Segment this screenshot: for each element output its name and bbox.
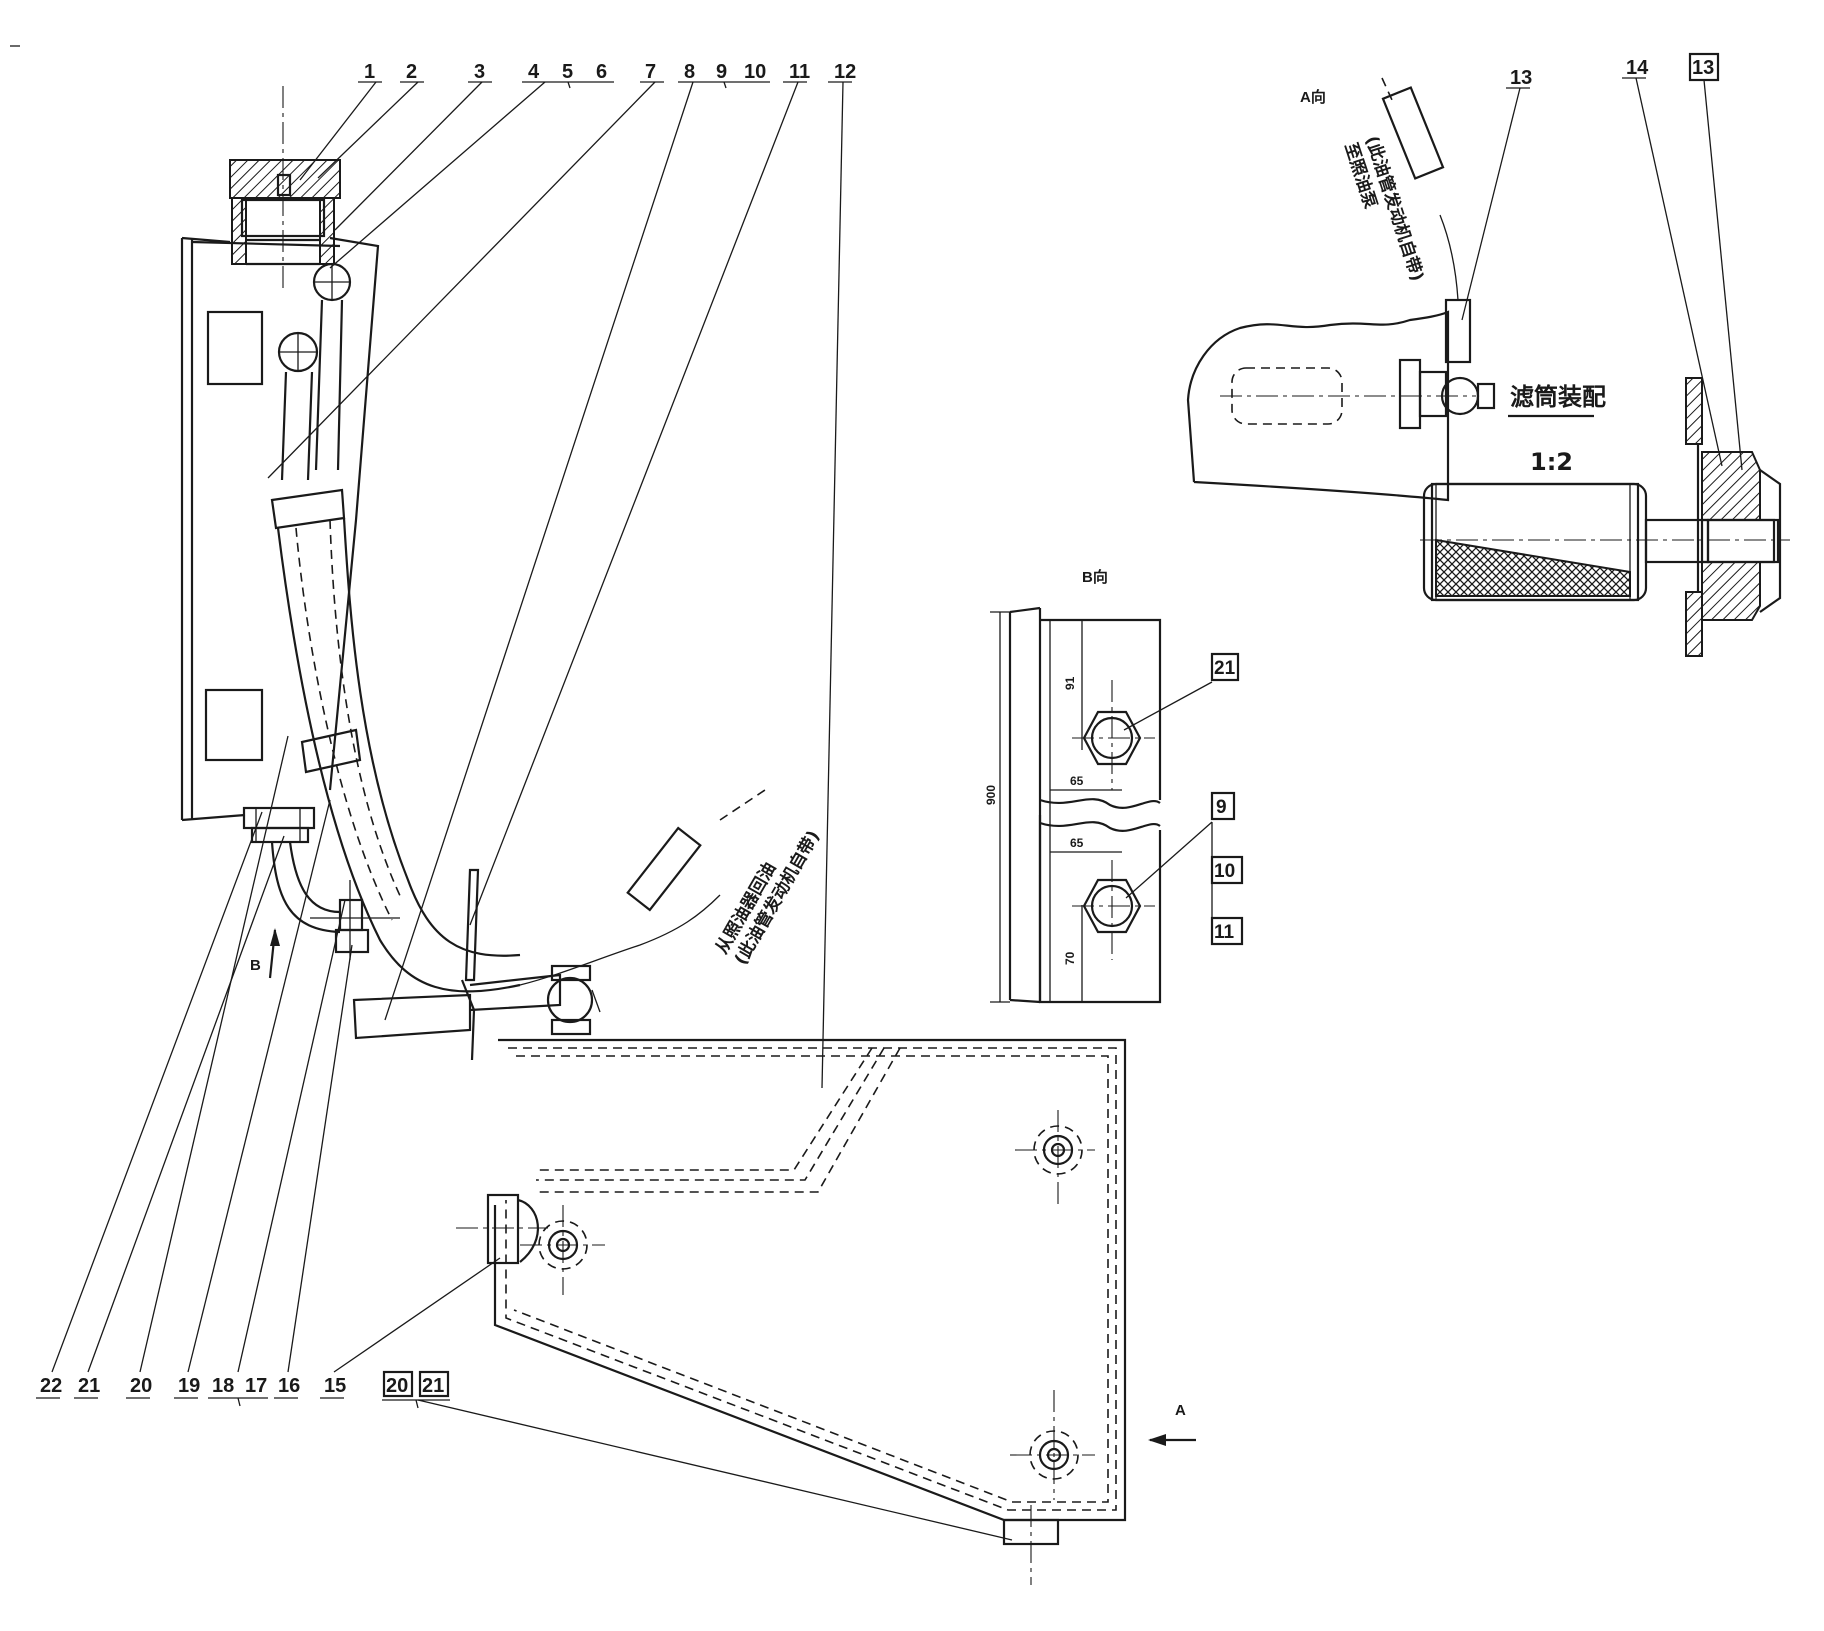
view-b-label-11: 11 [1214, 922, 1235, 943]
dim-65-bottom: 65 [1070, 836, 1084, 850]
bottom-leader-lines [51, 735, 1013, 1541]
mount-boss-3 [1010, 1390, 1095, 1500]
return-hose-end [626, 826, 702, 912]
label-part-8: 8 [684, 61, 695, 83]
mount-boss-2 [520, 1205, 605, 1295]
label-boxed-20: 20 [386, 1375, 408, 1397]
label-part-2: 2 [406, 61, 417, 83]
label-part-17: 17 [245, 1375, 267, 1397]
filler-cap [229, 159, 341, 199]
label-part-12: 12 [834, 61, 856, 83]
label-part-21: 21 [78, 1375, 100, 1397]
valve-lever [464, 868, 480, 982]
svg-text:(此油管发动机自带): (此油管发动机自带) [1361, 133, 1428, 284]
view-a-label-13: 13 [1510, 67, 1532, 89]
label-part-7: 7 [645, 61, 656, 83]
view-b-label-10: 10 [1214, 861, 1235, 882]
dim-91: 91 [1063, 676, 1077, 690]
label-boxed-21: 21 [422, 1375, 444, 1397]
drain-nut [242, 806, 316, 830]
view-a-title: A向 [1300, 88, 1326, 106]
note-return-oil: 从照油器回油 (此油管发动机自带) [711, 827, 824, 969]
label-part-10: 10 [744, 61, 766, 83]
view-b-title: B向 [1082, 568, 1108, 586]
mount-boss-1 [1015, 1110, 1095, 1205]
top-leader-lines [267, 81, 844, 1089]
label-part-9: 9 [716, 61, 727, 83]
ball-valve [546, 976, 594, 1024]
label-part-3: 3 [474, 61, 485, 83]
view-a-label-13-boxed: 13 [1692, 57, 1714, 79]
fuel-tank-body: A [456, 1038, 1196, 1585]
label-part-1: 1 [364, 61, 375, 83]
view-a-detail: A向 13 14 13 至照油泵 (此油管发动机自带) 滤筒装配 1:2 [1186, 52, 1790, 657]
label-part-19: 19 [178, 1375, 200, 1397]
dim-900: 900 [984, 785, 998, 805]
label-part-4: 4 [528, 61, 540, 83]
supply-hose-end [1381, 86, 1445, 180]
label-part-22: 22 [40, 1375, 62, 1397]
sight-window-top [206, 310, 264, 386]
filter-element [1420, 377, 1790, 657]
hydraulic-tank-side-view: B 从照油器回油 (此油管发动机自带) [180, 86, 824, 1061]
dim-70: 70 [1063, 951, 1077, 965]
dim-65-top: 65 [1070, 774, 1084, 788]
arrow-a-label: A [1175, 1402, 1186, 1419]
filter-scale: 1:2 [1530, 448, 1573, 476]
label-part-11: 11 [789, 61, 810, 83]
label-part-15: 15 [324, 1375, 346, 1397]
view-b-label-9: 9 [1216, 797, 1227, 818]
label-part-18: 18 [212, 1375, 234, 1397]
filter-assembly-title: 滤筒装配 [1510, 383, 1606, 411]
bottom-part-labels: 22 21 20 19 18 17 16 15 20 21 [40, 1370, 450, 1398]
sight-window-bottom [204, 688, 264, 762]
label-part-6: 6 [596, 61, 607, 83]
label-part-5: 5 [562, 61, 573, 83]
bracket-block [338, 898, 364, 932]
note-main-pump: 至照油泵 (此油管发动机自带) [1340, 133, 1428, 284]
view-b-detail: B向 900 91 65 65 70 21 [984, 568, 1244, 1004]
label-part-16: 16 [278, 1375, 300, 1397]
top-part-labels: 1 2 3 4 5 6 7 8 9 10 11 12 [364, 61, 856, 83]
view-a-label-14: 14 [1626, 57, 1649, 79]
arrow-b-label: B [250, 957, 261, 974]
top-label-underlines [358, 81, 852, 89]
side-fitting [486, 1193, 520, 1265]
label-part-20: 20 [130, 1375, 152, 1397]
bottom-label-underlines [36, 1397, 450, 1409]
view-b-label-21: 21 [1214, 658, 1236, 679]
